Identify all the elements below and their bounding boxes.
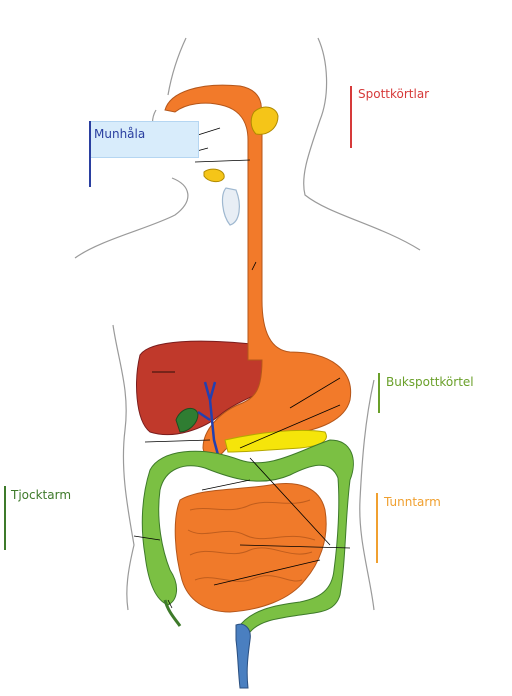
bar-tjocktarm (4, 486, 6, 550)
bar-spottkortlar (350, 86, 352, 148)
gallbladder (175, 407, 199, 433)
bar-munhala (89, 121, 91, 187)
rectum (235, 623, 251, 689)
small-intestine-folds (187, 499, 316, 582)
small-intestine (174, 483, 327, 613)
label-tjocktarm: Tjocktarm (11, 488, 72, 502)
parotid-gland (250, 106, 279, 135)
pancreas (224, 429, 327, 453)
label-tunntarm: Tunntarm (384, 495, 441, 509)
label-munhala: Munhåla (94, 127, 146, 141)
label-bukspottkortel: Bukspottkörtel (386, 375, 474, 389)
trachea (221, 187, 240, 226)
mouth-label-box (89, 121, 199, 158)
bile-ducts (197, 381, 220, 456)
label-spottkortlar: Spottkörtlar (358, 87, 430, 101)
appendix (163, 599, 182, 627)
submandibular-gland (203, 168, 225, 183)
bar-tunntarm (376, 493, 378, 563)
bar-bukspottkortel (378, 373, 380, 413)
large-intestine (141, 439, 354, 633)
body-outline (74, 37, 421, 611)
